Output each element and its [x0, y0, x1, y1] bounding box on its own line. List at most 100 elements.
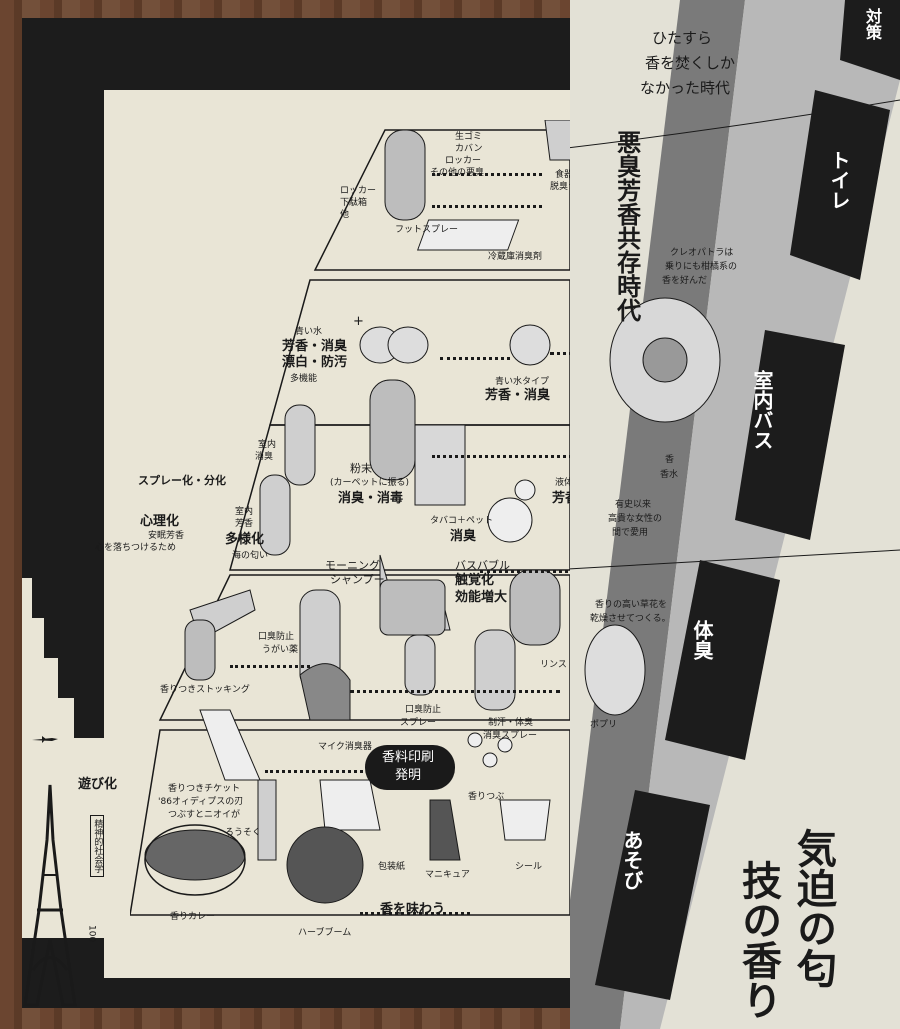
- dotted-arrow: [432, 455, 572, 458]
- spray-label: スプレー: [400, 718, 437, 728]
- cleopatra-note: クレオパトラは: [670, 248, 734, 258]
- tier1-item: 生ゴミ: [455, 132, 483, 142]
- dotted-arrow: [265, 770, 375, 773]
- room-label: 消臭: [255, 452, 274, 462]
- top-text: 香を焚くしか: [645, 54, 736, 72]
- right-page: [570, 0, 900, 1029]
- sea-label: 海の匂い: [232, 551, 269, 561]
- perfume-label: 香: [665, 455, 675, 465]
- stair-step: [74, 738, 104, 938]
- invention-badge: 香料印刷: [382, 750, 435, 765]
- perfume-label: 香水: [660, 470, 679, 480]
- side-vertical-label: 精神的社会学: [90, 815, 105, 877]
- tier1-item2: 他: [340, 210, 350, 220]
- tier1-item: カバン: [455, 144, 483, 154]
- powder-label: 粉末: [350, 462, 372, 475]
- dotted-arrow: [350, 690, 560, 693]
- psych-sub: 安眠芳香: [148, 531, 185, 541]
- feature-label: 漂白・防汚: [282, 355, 348, 370]
- history-note: 間で愛用: [612, 528, 649, 538]
- deo-spray-label: 消臭スプレー: [483, 731, 538, 741]
- product-label: 食器棚: [555, 170, 583, 180]
- curry-label: 香りカレー: [170, 912, 216, 922]
- shampoo-label: シャンプー: [330, 573, 385, 586]
- taste-label: 香を味わう: [380, 902, 446, 917]
- tobacco-effect: 消臭: [450, 529, 477, 544]
- stair-step: [32, 618, 44, 938]
- stair-step: [58, 698, 74, 938]
- vertical-era-title: 悪臭芳香共存時代: [612, 130, 641, 322]
- multi-label: 多様化: [225, 532, 265, 547]
- tier1-item2: 下駄箱: [340, 198, 368, 208]
- product-label: フットスプレー: [395, 225, 459, 235]
- product-effect: 芳香・消臭: [485, 388, 551, 403]
- cleopatra-note: 香を好んだ: [662, 276, 708, 286]
- sweat-label: 制汗・体臭: [488, 718, 534, 728]
- headline: 技の香り: [735, 860, 781, 1020]
- ribbon-graphic: [570, 0, 900, 1029]
- manicure-label: マニキュア: [425, 870, 470, 880]
- play-label: 遊び化: [78, 777, 118, 792]
- dotted-arrow: [432, 205, 542, 208]
- band-label: 体臭: [690, 620, 714, 660]
- invention-badge: 発明: [395, 768, 422, 783]
- mic-label: マイク消臭器: [318, 742, 372, 752]
- plus-connector: +: [353, 314, 364, 329]
- ticket-note: つぶすとニオイが: [168, 810, 241, 820]
- airplane-icon: [32, 736, 58, 743]
- product-label: 脱臭シー: [550, 182, 587, 192]
- page-number: 100: [86, 925, 97, 943]
- tobacco-label: タバコ＋ペット: [430, 516, 494, 526]
- powder-effect: 消臭・消毒: [338, 491, 404, 506]
- candle-label: ろうそく: [225, 828, 262, 838]
- history-note: 有史以来: [615, 500, 652, 510]
- diversify-label: スプレー化・分化: [138, 474, 226, 487]
- dotted-arrow: [230, 665, 310, 668]
- top-text: なかった時代: [640, 79, 731, 97]
- history-note: 高貴な女性の: [608, 514, 663, 524]
- touch-label: 触覚化: [455, 573, 495, 588]
- product-label: 青い水タイプ: [495, 377, 550, 387]
- stocking-label: 香りつきストッキング: [160, 685, 250, 695]
- ticket-label: 香りつきチケット: [168, 784, 241, 794]
- herb-label: ハーブブーム: [298, 928, 352, 938]
- ticket-note: '86オィディプスの刃: [158, 797, 244, 807]
- tier1-item: ロッカー: [445, 156, 482, 166]
- band-label: トイレ: [827, 150, 851, 210]
- mouth-label: 口臭防止: [258, 632, 295, 642]
- bath-label: バスバブル: [455, 559, 510, 572]
- gargle-label: うがい薬: [262, 645, 299, 655]
- dotted-arrow: [550, 352, 580, 355]
- seal-label: シール: [515, 862, 543, 872]
- rinse-label: リンス: [540, 660, 567, 670]
- product-label: 冷蔵庫消臭剤: [488, 252, 543, 262]
- feature-label: 青い水: [295, 327, 323, 337]
- liquid-label: 液体: [555, 478, 574, 488]
- dotted-arrow: [440, 357, 510, 360]
- top-text: ひたすら: [652, 29, 713, 47]
- morning-label: モーニング: [325, 559, 380, 572]
- dotted-arrow: [360, 912, 470, 915]
- band-label: あそび: [620, 830, 644, 890]
- headline: 気迫の匂: [790, 828, 836, 988]
- wrap-label: 包装紙: [378, 862, 406, 872]
- mouth2-label: 口臭防止: [405, 705, 442, 715]
- potpourri-note: 乾燥させてつくる。: [590, 614, 671, 624]
- potpourri-note: 香りの高い草花を: [595, 600, 668, 610]
- powder-note: (カーペットに振る): [330, 478, 410, 488]
- band-label: 室内バス: [750, 370, 774, 450]
- feature-label: 芳香・消臭: [282, 339, 348, 354]
- dotted-arrow: [480, 570, 580, 573]
- stair-step: [22, 578, 32, 938]
- tier1-item2: ロッカー: [340, 186, 377, 196]
- psych-note: 心を落ちつけるため: [95, 543, 177, 553]
- psych-label: 心理化: [140, 514, 180, 529]
- dotted-arrow: [432, 173, 542, 176]
- eiffel-tower-icon: [23, 784, 77, 1007]
- beads-label: 香りつぶ: [468, 792, 505, 802]
- cleopatra-note: 乗りにも柑橘系の: [665, 262, 738, 272]
- feature-label: 多機能: [290, 374, 318, 384]
- efficacy-label: 効能増大: [455, 590, 508, 605]
- potpourri-label: ポプリ: [590, 720, 618, 730]
- room2-label: 芳香: [235, 519, 254, 529]
